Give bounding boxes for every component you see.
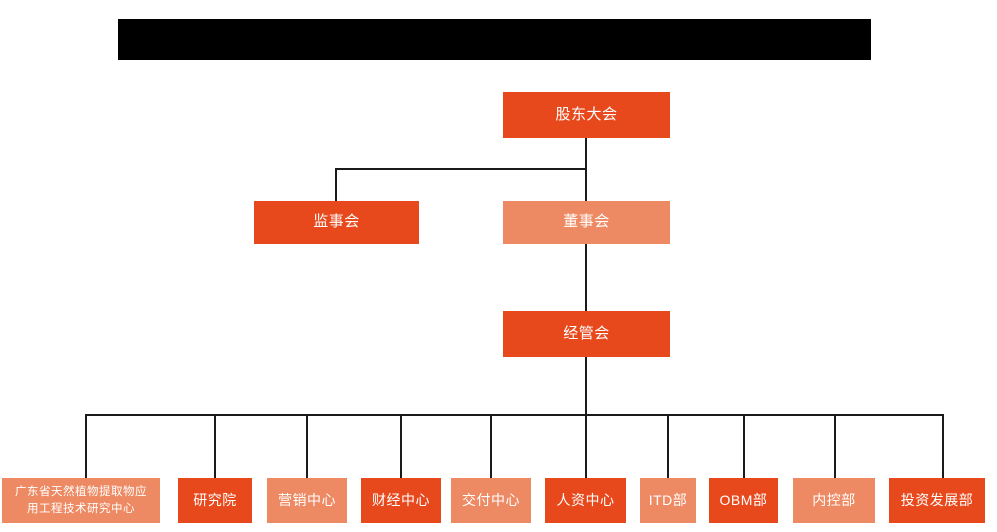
node-management[interactable]: 经管会: [503, 311, 670, 357]
connector-drop-finance-center: [400, 414, 402, 478]
connector-drop-internal-control-dept: [834, 414, 836, 478]
connector-drop-research-center-gd: [85, 414, 87, 478]
node-shareholders[interactable]: 股东大会: [503, 92, 670, 138]
connector-to-supervisors: [335, 168, 337, 201]
node-itd-dept[interactable]: ITD部: [640, 478, 696, 523]
node-hr-center[interactable]: 人资中心: [545, 478, 626, 523]
node-delivery-center[interactable]: 交付中心: [451, 478, 531, 523]
connector-drop-itd-dept: [667, 414, 669, 478]
node-finance-center[interactable]: 财经中心: [361, 478, 441, 523]
connector-directors-to-management: [585, 243, 587, 311]
connector-drop-investment-development-dept: [942, 414, 944, 478]
connector-drop-marketing-center: [306, 414, 308, 478]
node-institute[interactable]: 研究院: [178, 478, 252, 523]
redacted-title-banner: [118, 19, 871, 60]
connector-drop-obm-dept: [743, 414, 745, 478]
node-research-center-gd[interactable]: 广东省天然植物提取物应 用工程技术研究中心: [2, 478, 160, 523]
connector-department-bus: [85, 414, 943, 416]
node-marketing-center[interactable]: 营销中心: [267, 478, 347, 523]
connector-shareholders-horizontal: [335, 168, 587, 170]
node-obm-dept[interactable]: OBM部: [709, 478, 778, 523]
connector-drop-hr-center: [585, 414, 587, 478]
node-directors[interactable]: 董事会: [503, 201, 670, 244]
connector-drop-delivery-center: [490, 414, 492, 478]
node-investment-development-dept[interactable]: 投资发展部: [889, 478, 985, 523]
node-supervisors[interactable]: 监事会: [254, 201, 419, 244]
connector-drop-institute: [214, 414, 216, 478]
connector-shareholders-down: [585, 138, 587, 170]
connector-management-down: [585, 357, 587, 415]
node-internal-control-dept[interactable]: 内控部: [793, 478, 875, 523]
connector-to-directors: [585, 168, 587, 201]
